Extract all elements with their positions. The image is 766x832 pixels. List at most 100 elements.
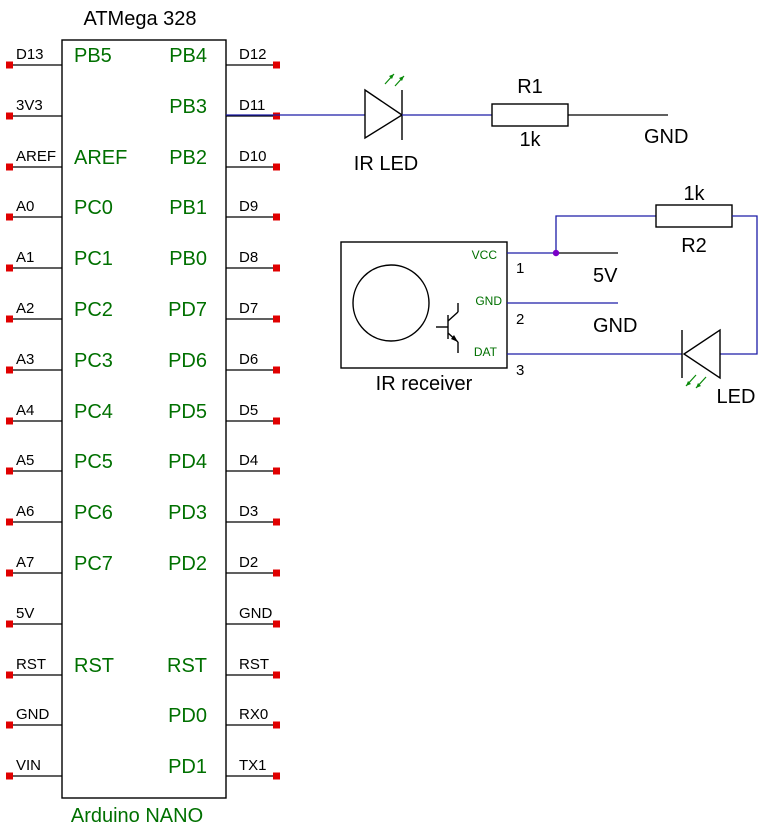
nano-pin-label: D12 — [239, 46, 267, 63]
nano-port-label: PD1 — [168, 756, 207, 778]
receiver-5v-label: 5V — [593, 265, 618, 287]
ir-led-symbol — [364, 73, 405, 140]
nano-pin-label: D4 — [239, 452, 258, 469]
nano-pin-pad — [273, 213, 280, 221]
nano-pin-pad — [273, 467, 280, 475]
arduino-nano-body — [61, 39, 227, 799]
nano-pin-label: D7 — [239, 300, 258, 317]
nano-pin-label: RX0 — [239, 706, 268, 723]
nano-port-label: PD5 — [168, 401, 207, 423]
nano-pin-label: D6 — [239, 351, 258, 368]
wire-vcc-r2 — [555, 215, 656, 253]
nano-pin-label: A5 — [16, 452, 34, 469]
nano-pin-label: A1 — [16, 249, 34, 266]
nano-pin-pad — [273, 417, 280, 425]
nano-port-label: PB4 — [169, 45, 207, 67]
nano-pin-pad — [6, 112, 13, 120]
nano-pin-pad — [6, 264, 13, 272]
nano-title: ATMega 328 — [83, 8, 196, 30]
nano-pin-pad — [6, 366, 13, 374]
ir-receiver-lens — [352, 264, 430, 342]
nano-pin-pad — [6, 315, 13, 323]
r1-value: 1k — [519, 129, 541, 151]
nano-pin-label: D9 — [239, 198, 258, 215]
nano-pin-label: D10 — [239, 148, 267, 165]
nano-pin-pad — [6, 213, 13, 221]
nano-port-label: PD7 — [168, 299, 207, 321]
nano-pin-label: A3 — [16, 351, 34, 368]
nano-port-label: PD2 — [168, 553, 207, 575]
nano-port-label: PD3 — [168, 502, 207, 524]
nano-pin-pad — [273, 163, 280, 171]
ir-led-label: IR LED — [354, 153, 418, 175]
nano-port-label: PB0 — [169, 248, 207, 270]
nano-port-label: PD4 — [168, 451, 207, 473]
nano-port-label: PB2 — [169, 147, 207, 169]
nano-right-pins: D12PB4D11PB3D10PB2D9PB1D8PB0D7PD7D6PD6D5… — [167, 45, 280, 780]
nano-pin-pad — [273, 315, 280, 323]
nano-pin-pad — [6, 620, 13, 628]
nano-port-label: PC3 — [74, 350, 113, 372]
wire-r2-led — [720, 215, 758, 355]
nano-pin-pad — [273, 569, 280, 577]
nano-port-label: PB5 — [74, 45, 112, 67]
junction-dot — [552, 249, 560, 257]
ir-receiver-body — [340, 241, 508, 369]
nano-pin-pad — [6, 61, 13, 69]
nano-pin-pad — [273, 61, 280, 69]
nano-pin-label: GND — [239, 605, 273, 622]
r2-name: R2 — [681, 235, 707, 257]
nano-port-label: PB1 — [169, 197, 207, 219]
resistor-r1 — [491, 103, 569, 127]
nano-pin-pad — [273, 671, 280, 679]
nano-pin-label: 5V — [16, 605, 34, 622]
r2-value: 1k — [683, 183, 705, 205]
nano-pin-label: D11 — [239, 97, 265, 114]
nano-pin-label: TX1 — [239, 757, 267, 774]
nano-pin-pad — [273, 264, 280, 272]
nano-port-label: PC4 — [74, 401, 113, 423]
nano-port-label: PC1 — [74, 248, 113, 270]
receiver-pin-num-1: 1 — [516, 260, 524, 277]
nano-pin-pad — [273, 620, 280, 628]
nano-caption: Arduino NANO — [71, 805, 203, 827]
nano-port-label: PD0 — [168, 705, 207, 727]
nano-pin-label: D2 — [239, 554, 258, 571]
nano-pin-label: A0 — [16, 198, 34, 215]
receiver-label: IR receiver — [376, 373, 473, 395]
nano-pin-label: D5 — [239, 402, 258, 419]
nano-pin-pad — [6, 772, 13, 780]
nano-pin-pad — [273, 366, 280, 374]
nano-pin-pad — [273, 518, 280, 526]
nano-pin-pad — [6, 671, 13, 679]
nano-pin-pad — [6, 518, 13, 526]
nano-pin-pad — [6, 163, 13, 171]
nano-pin-pad — [6, 569, 13, 577]
nano-pin-pad — [6, 467, 13, 475]
nano-pin-label: A7 — [16, 554, 34, 571]
nano-pin-label: A2 — [16, 300, 34, 317]
nano-pin-label: D13 — [16, 46, 44, 63]
nano-pin-label: RST — [16, 656, 46, 673]
nano-port-label: PC7 — [74, 553, 113, 575]
r1-gnd-label: GND — [644, 126, 688, 148]
led-label: LED — [717, 386, 756, 408]
nano-pin-label: GND — [16, 706, 50, 723]
r1-name: R1 — [517, 76, 543, 98]
nano-port-label: PB3 — [169, 96, 207, 118]
nano-port-label: PC0 — [74, 197, 113, 219]
led-symbol — [681, 328, 721, 389]
nano-pin-pad — [273, 721, 280, 729]
resistor-r2 — [655, 204, 733, 228]
nano-pin-pad — [6, 417, 13, 425]
nano-port-label: RST — [74, 655, 114, 677]
nano-pin-label: A6 — [16, 503, 34, 520]
nano-pin-label: VIN — [16, 757, 41, 774]
nano-port-label: PC6 — [74, 502, 113, 524]
nano-port-label: RST — [167, 655, 207, 677]
nano-pin-pad — [6, 721, 13, 729]
ir-receiver-transistor-icon — [436, 303, 459, 353]
receiver-pin-num-2: 2 — [516, 311, 524, 328]
